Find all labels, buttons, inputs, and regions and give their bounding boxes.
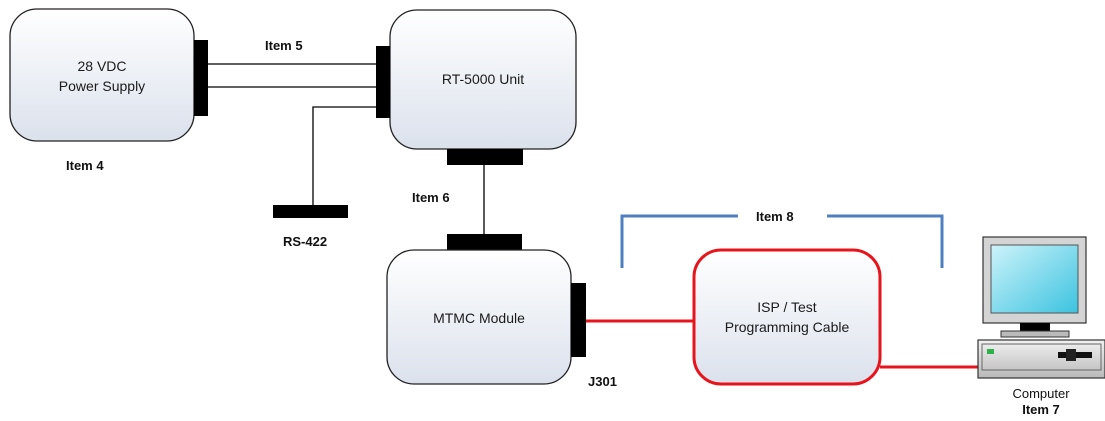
power-supply-connector xyxy=(194,40,208,116)
item8-bracket xyxy=(620,214,944,268)
computer-item-label: Item 7 xyxy=(1022,402,1060,417)
item6-label: Item 6 xyxy=(412,190,450,205)
computer-icon xyxy=(977,236,1105,379)
power-supply-box xyxy=(9,8,195,142)
monitor-screen xyxy=(990,244,1079,314)
item5-label: Item 5 xyxy=(265,38,303,53)
power-supply-label-line1: 28 VDC xyxy=(77,58,126,74)
power-supply-item-label: Item 4 xyxy=(66,158,104,173)
pc-power-led xyxy=(987,349,994,354)
rt-unit-side-connector xyxy=(376,46,390,118)
pc-drive-button xyxy=(1066,349,1076,361)
rt-unit-label: RT-5000 Unit xyxy=(442,71,524,87)
j301-label: J301 xyxy=(588,374,617,389)
item8-label: Item 8 xyxy=(756,209,794,224)
rs422-label: RS-422 xyxy=(283,234,327,249)
monitor-neck xyxy=(1020,323,1050,331)
power-supply-label-line2: Power Supply xyxy=(59,78,145,94)
mtmc-module-label: MTMC Module xyxy=(433,310,525,326)
monitor-base xyxy=(1000,330,1070,338)
pc-case xyxy=(977,339,1105,379)
isp-label-line1: ISP / Test xyxy=(757,299,817,315)
j301-connector xyxy=(571,283,586,357)
mtmc-top-connector xyxy=(447,234,522,250)
rs422-cable xyxy=(312,106,376,205)
isp-cable-box xyxy=(692,248,882,386)
rs422-connector xyxy=(273,205,348,218)
computer-label: Computer xyxy=(1012,386,1070,401)
rt-unit-bottom-connector xyxy=(447,149,523,165)
isp-label-line2: Programming Cable xyxy=(725,319,850,335)
pc-front-panel xyxy=(981,343,1102,371)
